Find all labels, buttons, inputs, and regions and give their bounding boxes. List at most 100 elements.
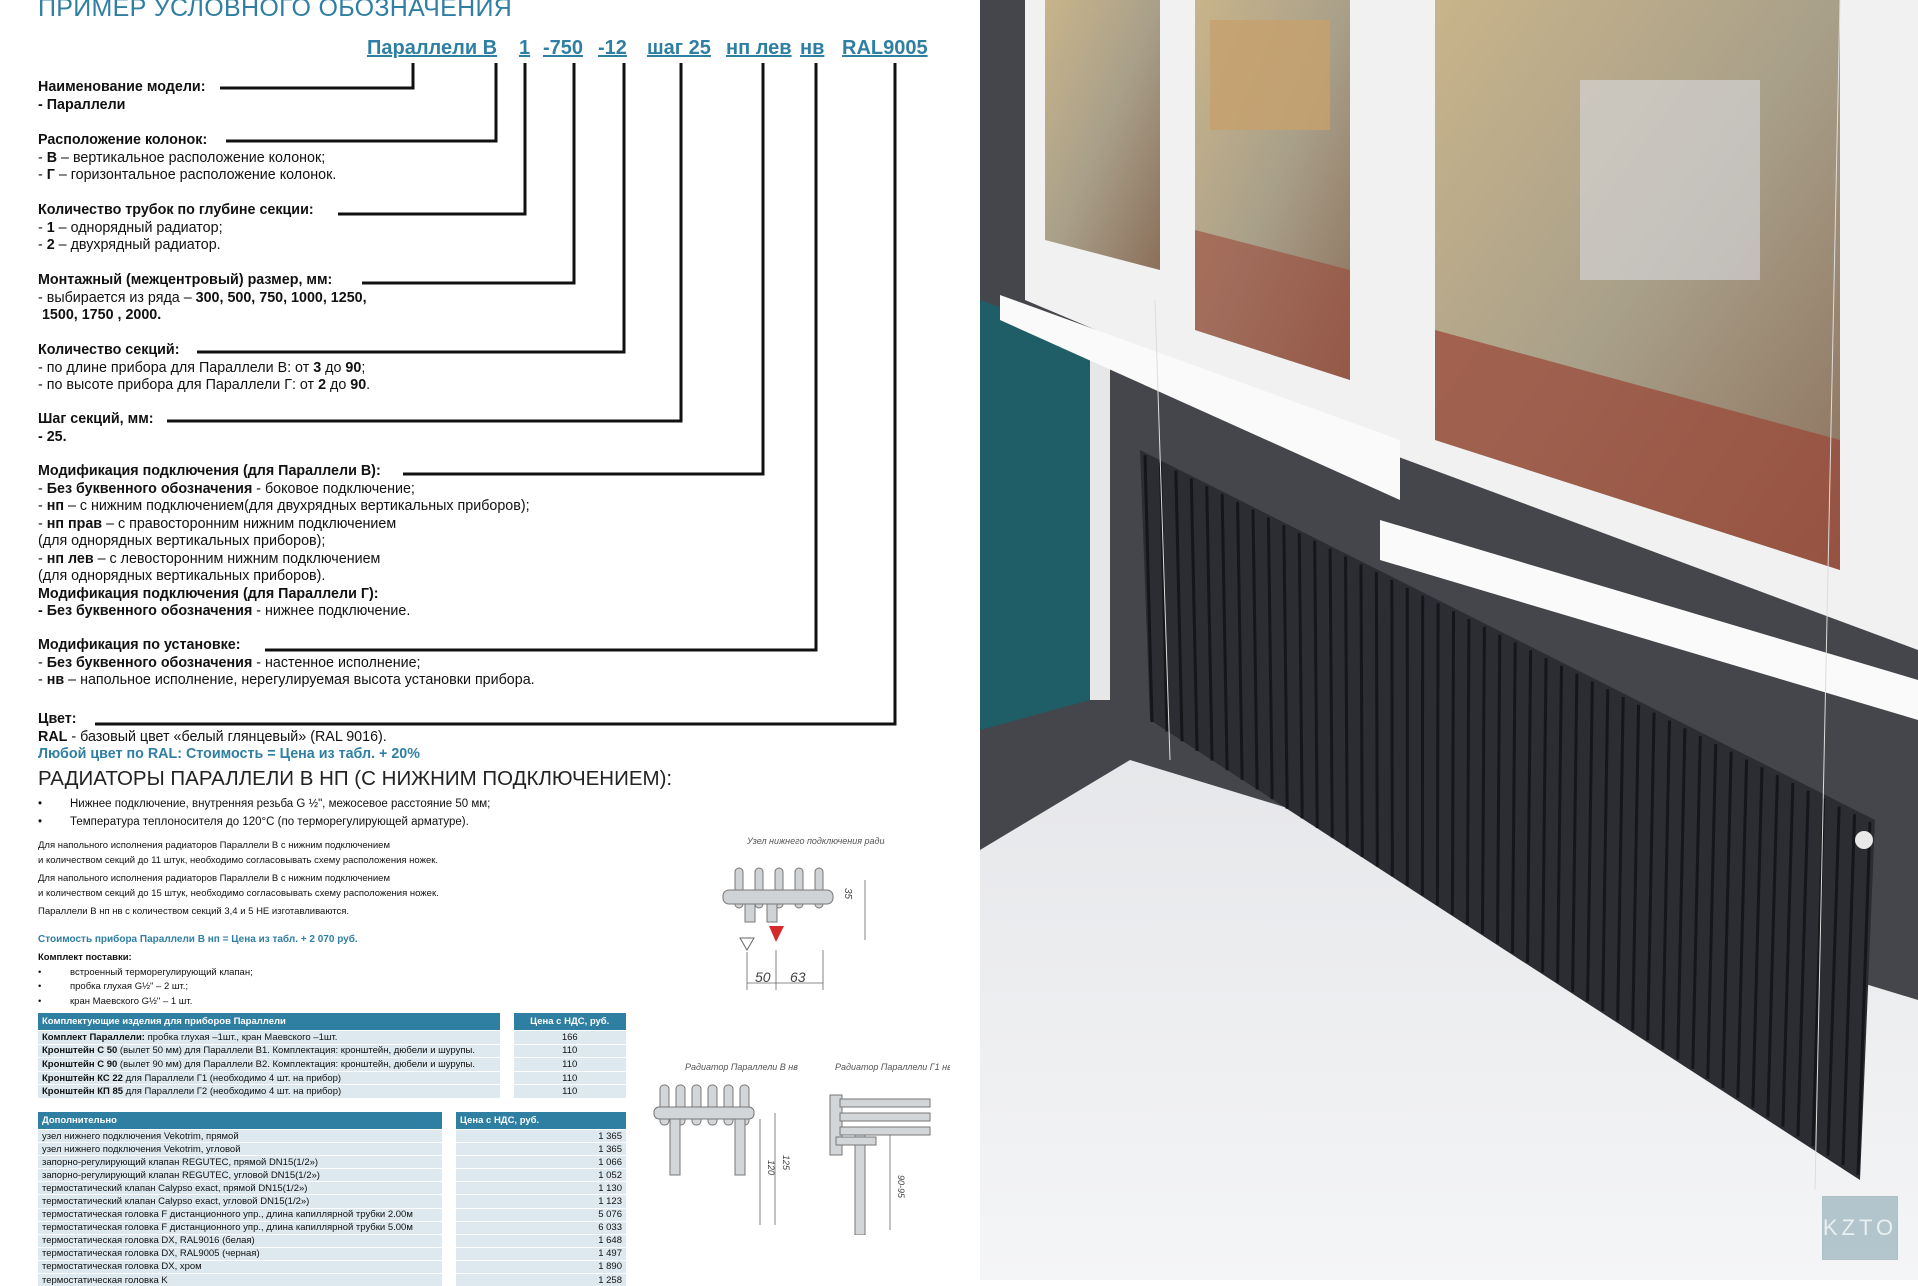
flow-arrow-icon <box>769 926 784 942</box>
row-text: запорно-регулирующий клапан REGUTEC, пря… <box>38 1156 442 1169</box>
columns-heading: Расположение колонок: <box>38 132 336 150</box>
dim-label: 35 <box>842 888 853 900</box>
note-line: Для напольного исполнения радиаторов Пар… <box>38 872 439 887</box>
table-row: термостатический клапан Calypso exact, у… <box>38 1195 626 1208</box>
row-price: 166 <box>514 1031 627 1045</box>
kit-title: Комплект поставки: <box>38 951 253 966</box>
conn-none-text: - боковое подключение; <box>252 481 415 497</box>
row-text: для Параллели Г1 (необходимо 4 шт. на пр… <box>123 1073 341 1084</box>
row-bold: Комплект Параллели: <box>42 1032 145 1043</box>
note-line: Для напольного исполнения радиаторов Пар… <box>38 839 439 854</box>
row-bold: Кронштейн С 90 <box>42 1059 117 1070</box>
sections-g-min: 2 <box>318 377 326 393</box>
sections-v-min: 3 <box>313 360 321 376</box>
table-row: термостатическая головка DX, RAL9016 (бе… <box>38 1234 626 1247</box>
row-price: 6 033 <box>456 1221 626 1234</box>
conn-np-left-text: – с левосторонним нижним подключением <box>94 551 381 567</box>
kit-item: встроенный терморегулирующий клапан; <box>70 967 253 978</box>
conn-g-heading: Модификация подключения (для Параллели Г… <box>38 586 530 604</box>
dim-label: 63 <box>790 969 806 985</box>
block-mount: Монтажный (межцентровый) размер, мм: - в… <box>38 272 367 325</box>
conn-np-text: – с нижним подключением(для двухрядных в… <box>64 498 530 514</box>
block-sections: Количество секций: - по длине прибора дл… <box>38 342 370 395</box>
color-ral-text: - базовый цвет «белый глянцевый» (RAL 90… <box>67 729 386 745</box>
columns-g-code: Г <box>47 167 55 183</box>
conn-np-left-note: (для однорядных вертикальных приборов). <box>38 568 530 586</box>
row-price: 1 365 <box>456 1130 626 1143</box>
dim-label: 90-95 <box>896 1175 906 1199</box>
radiator-photo-illustration <box>980 0 1918 1280</box>
row-text: термостатическая головка DX, RAL9016 (бе… <box>38 1234 442 1247</box>
sections-g-text: - по высоте прибора для Параллели Г: от <box>38 377 318 393</box>
model-value: - Параллели <box>38 97 125 113</box>
tubes-2-text: – двухрядный радиатор. <box>55 237 221 253</box>
sections-g-to: до <box>326 377 350 393</box>
block-connection: Модификация подключения (для Параллели В… <box>38 463 530 621</box>
floor-radiator-diagram: Радиатор Параллели В нв Радиатор Паралле… <box>650 1055 950 1235</box>
additional-header: Дополнительно <box>38 1112 442 1130</box>
table-row: Комплект Параллели: пробка глухая –1шт.,… <box>38 1031 626 1045</box>
row-bold: Кронштейн КП 85 <box>42 1086 123 1097</box>
columns-v-code: В <box>47 150 57 166</box>
dim-label: 125 <box>781 1155 791 1171</box>
row-price: 1 130 <box>456 1182 626 1195</box>
table-row: Кронштейн С 50 (вылет 50 мм) для Паралле… <box>38 1044 626 1058</box>
row-text: (вылет 50 мм) для Параллели В1. Комплект… <box>117 1045 475 1056</box>
step-value: - 25. <box>38 429 67 445</box>
row-text: термостатическая головка DX, RAL9005 (че… <box>38 1247 442 1260</box>
table-row: термостатическая головка F дистанционног… <box>38 1221 626 1234</box>
sections-g-end: . <box>366 377 370 393</box>
row-text: термостатическая головка DX, хром <box>38 1260 442 1273</box>
kit-list: Комплект поставки: •встроенный терморегу… <box>38 951 253 1009</box>
install-floor-text: – напольное исполнение, нерегулируемая в… <box>64 672 534 688</box>
sections-v-end: ; <box>361 360 365 376</box>
table-row: Кронштейн КС 22 для Параллели Г1 (необхо… <box>38 1071 626 1085</box>
table-row: термостатический клапан Calypso exact, п… <box>38 1182 626 1195</box>
row-text: термостатический клапан Calypso exact, у… <box>38 1195 442 1208</box>
bullet-temperature: Температура теплоносителя до 120°С (по т… <box>70 816 469 828</box>
row-text: запорно-регулирующий клапан REGUTEC, угл… <box>38 1169 442 1182</box>
row-text: пробка глухая –1шт., кран Маевского –1шт… <box>145 1032 337 1043</box>
note-line: и количеством секций до 11 штук, необход… <box>38 854 439 869</box>
tubes-1-code: 1 <box>47 220 55 236</box>
bullet-connection: Нижнее подключение, внутренняя резьба G … <box>70 798 490 810</box>
diagram1-caption: Узел нижнего подключения радиатора Парал… <box>746 836 885 846</box>
row-price: 110 <box>514 1071 627 1085</box>
table-row: Кронштейн КП 85 для Параллели Г2 (необхо… <box>38 1085 626 1098</box>
radiator-fin <box>1346 557 1348 848</box>
row-price: 1 052 <box>456 1169 626 1182</box>
row-price: 1 365 <box>456 1143 626 1156</box>
row-price: 1 123 <box>456 1195 626 1208</box>
section2-bullets: •Нижнее подключение, внутренняя резьба G… <box>38 795 490 831</box>
block-tubes: Количество трубок по глубине секции: - 1… <box>38 202 314 255</box>
section2-notes: Для напольного исполнения радиаторов Пар… <box>38 839 439 920</box>
row-price: 110 <box>514 1044 627 1058</box>
row-price: 110 <box>514 1058 627 1072</box>
row-price: 1 497 <box>456 1247 626 1260</box>
row-price: 1 648 <box>456 1234 626 1247</box>
price-header: Цена с НДС, руб. <box>514 1013 627 1031</box>
conn-np-right-code: нп прав <box>47 516 102 532</box>
radiator-fin <box>1482 627 1484 934</box>
accessories-header: Комплектующие изделия для приборов Парал… <box>38 1013 500 1031</box>
conn-np-code: нп <box>47 498 64 514</box>
dim-label: 120 <box>766 1160 776 1175</box>
sections-v-to: до <box>321 360 345 376</box>
row-text: (вылет 90 мм) для Параллели В2. Комплект… <box>117 1059 475 1070</box>
conn-np-right-text: – с правосторонним нижним подключением <box>102 516 396 532</box>
sections-v-max: 90 <box>345 360 361 376</box>
model-heading: Наименование модели: <box>38 79 205 97</box>
note-line: и количеством секций до 15 штук, необход… <box>38 887 439 902</box>
mount-values-1: 300, 500, 750, 1000, 1250, <box>196 290 367 306</box>
table-row: запорно-регулирующий клапан REGUTEC, пря… <box>38 1156 626 1169</box>
conn-heading: Модификация подключения (для Параллели В… <box>38 463 530 481</box>
dim-label: 50 <box>755 969 771 985</box>
note-line: Параллели В нп нв с количеством секций 3… <box>38 905 439 920</box>
radiator-fin <box>1452 611 1453 915</box>
row-text: узел нижнего подключения Vekotrim, прямо… <box>38 1130 442 1143</box>
row-price: 1 066 <box>456 1156 626 1169</box>
table-row: термостатическая головка DX, RAL9005 (че… <box>38 1247 626 1260</box>
step-heading: Шаг секций, мм: <box>38 411 154 429</box>
bottom-connection-diagram: Узел нижнего подключения радиатора Парал… <box>705 830 885 1000</box>
table-row: Кронштейн С 90 (вылет 90 мм) для Паралле… <box>38 1058 626 1072</box>
